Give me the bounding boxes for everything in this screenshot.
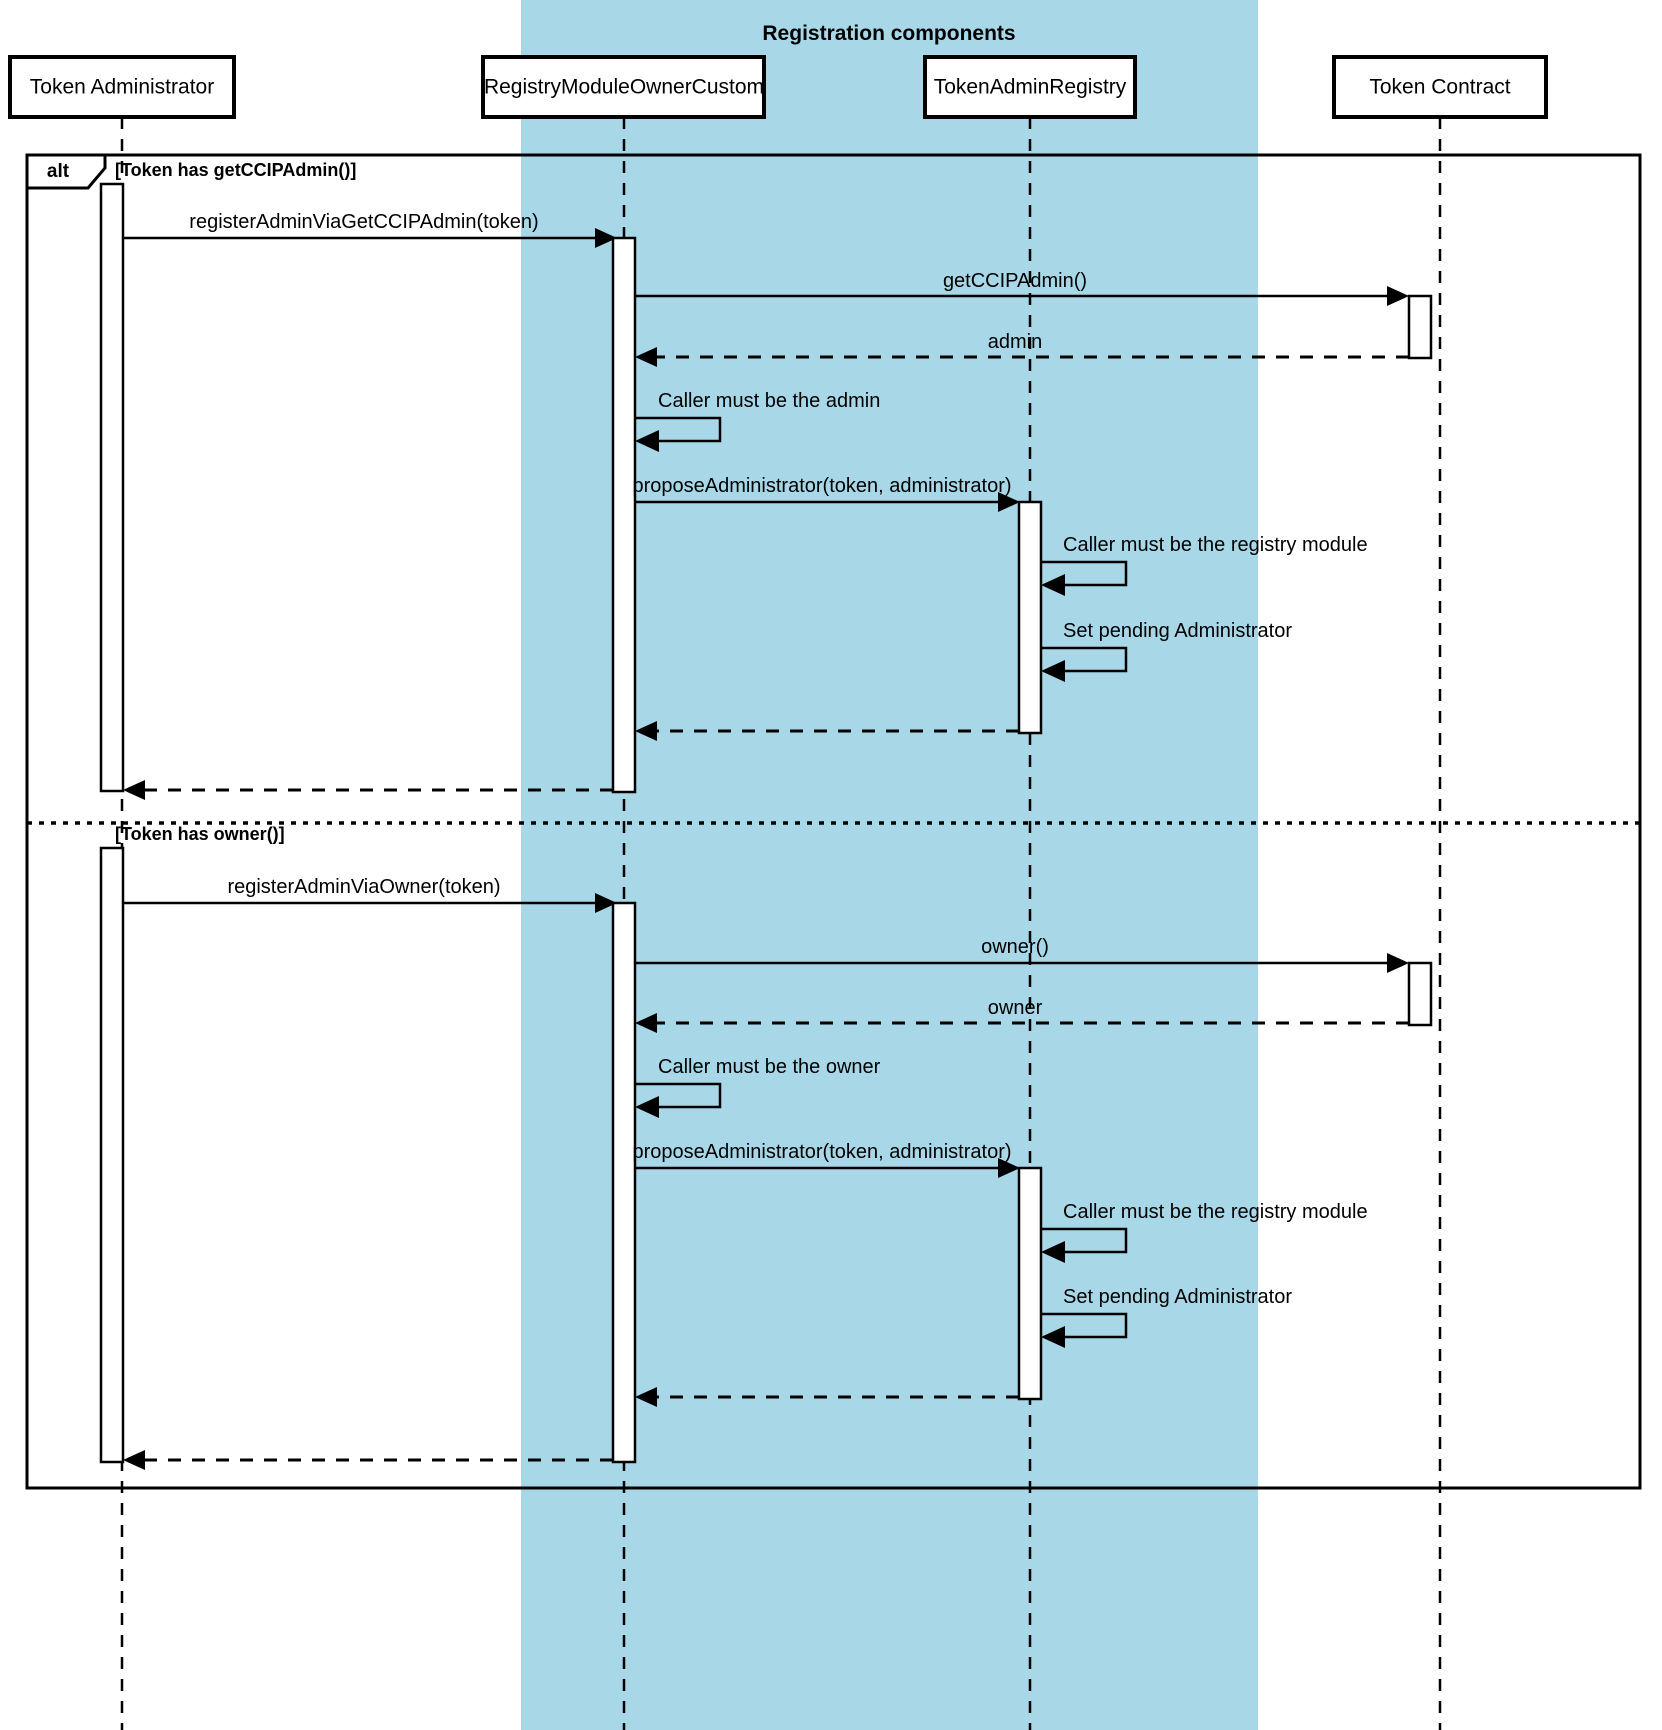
activation-token-admin-registry-branch2 — [1017, 1166, 1043, 1401]
activation-token-contract-branch2 — [1407, 961, 1433, 1027]
message-label-m14: proposeAdministrator(token, administrato… — [632, 1141, 1011, 1163]
activation-token-contract-branch1 — [1407, 294, 1433, 360]
message-label-m2: getCCIPAdmin() — [943, 270, 1087, 292]
message-arrowhead-m17 — [635, 1387, 657, 1407]
participant-box-registry-module[interactable] — [481, 55, 766, 119]
message-arrowhead-m4 — [635, 430, 659, 452]
activation-registry-module-branch2 — [611, 901, 637, 1464]
message-arrowhead-m14 — [998, 1158, 1020, 1178]
activation-registry-module-branch1 — [611, 236, 637, 794]
message-arrowhead-m3 — [635, 347, 657, 367]
message-arrowhead-m6 — [1041, 574, 1065, 596]
participant-label-admin: Token Administrator — [30, 76, 214, 99]
activation-admin-branch2 — [99, 846, 125, 1464]
message-arrowhead-m8 — [635, 721, 657, 741]
message-arrowhead-m10 — [595, 893, 617, 913]
alt-guard-2: [Token has owner()] — [115, 824, 285, 844]
message-arrowhead-m16 — [1041, 1326, 1065, 1348]
message-line-m13 — [635, 1082, 722, 1109]
message-arrowhead-m7 — [1041, 660, 1065, 682]
participant-box-admin[interactable] — [8, 55, 236, 119]
message-label-m13: Caller must be the owner — [658, 1056, 881, 1078]
message-arrowhead-m2 — [1387, 286, 1409, 306]
participant-box-token-admin-registry[interactable] — [923, 55, 1137, 119]
alt-guard-1: [Token has getCCIPAdmin()] — [115, 160, 356, 180]
message-arrowhead-m11 — [1387, 953, 1409, 973]
message-line-m16 — [1041, 1312, 1128, 1339]
participant-box-token-contract[interactable] — [1332, 55, 1548, 119]
group-title: Registration components — [762, 22, 1015, 45]
activation-admin-branch1 — [99, 182, 125, 793]
message-line-m6 — [1041, 560, 1128, 587]
participant-label-token-admin-registry: TokenAdminRegistry — [934, 76, 1127, 99]
message-label-m7: Set pending Administrator — [1063, 620, 1292, 642]
message-label-m4: Caller must be the admin — [658, 390, 880, 412]
message-arrowhead-m9 — [123, 780, 145, 800]
message-arrowhead-m1 — [595, 228, 617, 248]
message-arrowhead-m12 — [635, 1013, 657, 1033]
message-label-m15: Caller must be the registry module — [1063, 1201, 1368, 1223]
alt-fragment-tab — [25, 153, 107, 190]
alt-operator-label: alt — [47, 161, 70, 182]
message-label-m5: proposeAdministrator(token, administrato… — [632, 475, 1011, 497]
message-arrowhead-m5 — [998, 492, 1020, 512]
message-label-m10: registerAdminViaOwner(token) — [227, 876, 500, 898]
message-label-m16: Set pending Administrator — [1063, 1286, 1292, 1308]
activation-token-admin-registry-branch1 — [1017, 500, 1043, 735]
participant-label-token-contract: Token Contract — [1369, 76, 1510, 99]
message-label-m6: Caller must be the registry module — [1063, 534, 1368, 556]
message-line-m15 — [1041, 1227, 1128, 1254]
message-label-m3: admin — [988, 331, 1042, 353]
message-label-m1: registerAdminViaGetCCIPAdmin(token) — [189, 211, 538, 233]
message-arrowhead-m15 — [1041, 1241, 1065, 1263]
message-arrowhead-m13 — [635, 1096, 659, 1118]
participant-label-registry-module: RegistryModuleOwnerCustom — [484, 76, 764, 99]
message-label-m11: owner() — [981, 936, 1049, 958]
message-arrowhead-m18 — [123, 1450, 145, 1470]
group-registration-components-band — [521, 0, 1258, 1730]
message-line-m7 — [1041, 646, 1128, 673]
message-line-m4 — [635, 416, 722, 443]
message-label-m12: owner — [988, 997, 1043, 1019]
